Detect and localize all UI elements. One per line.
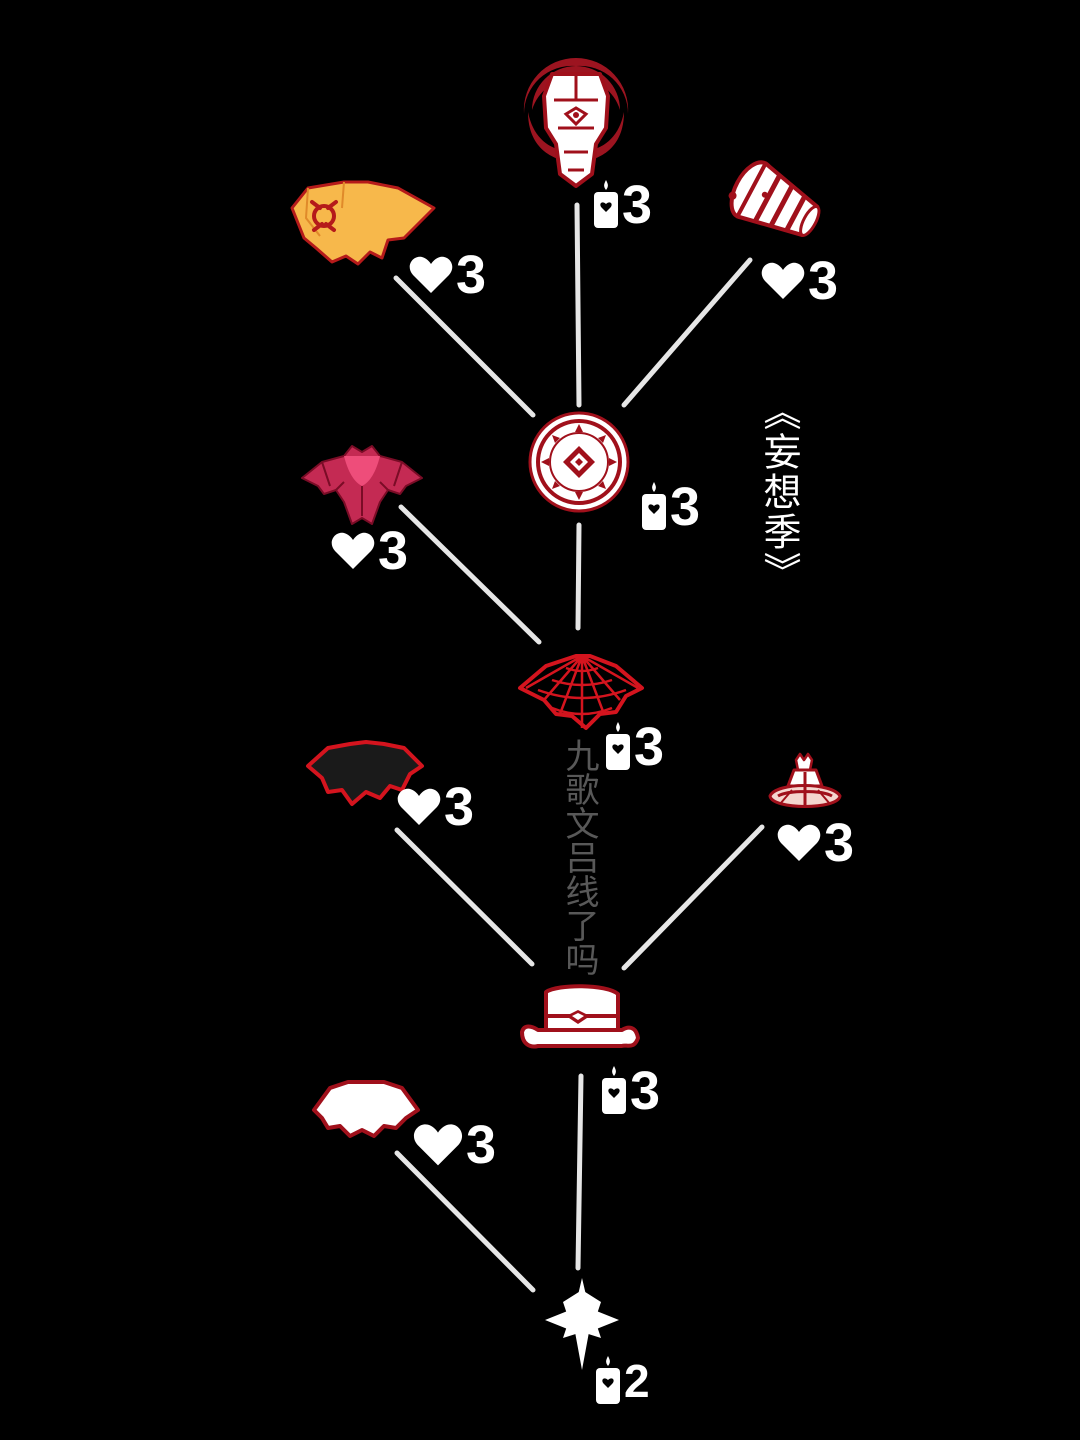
- star-icon: [545, 1278, 619, 1370]
- candle-icon: [596, 1356, 620, 1404]
- cost-value: 3: [444, 777, 475, 837]
- cost-value: 3: [824, 813, 855, 873]
- cost-web-cape: 3: [604, 720, 664, 774]
- season-label: 《妄想季》: [757, 392, 801, 592]
- cost-white-collar: 3: [412, 1118, 496, 1172]
- drum-icon: [728, 160, 821, 238]
- heart-icon: [397, 788, 441, 825]
- heart-icon: [331, 532, 375, 569]
- cost-yellow-cape: 3: [408, 248, 486, 302]
- top-hat-icon: [520, 984, 640, 1049]
- cost-drum: 3: [760, 254, 838, 308]
- cost-value: 3: [808, 251, 839, 311]
- bat-wing-cape-icon: [306, 740, 424, 806]
- cost-value: 3: [622, 175, 653, 235]
- cost-value: 3: [630, 1061, 661, 1121]
- cost-value: 3: [670, 477, 701, 537]
- connector-whitecollar-star: [394, 1150, 536, 1293]
- node-yellow-cape[interactable]: [286, 178, 436, 270]
- connector-mask-medallion: [574, 202, 582, 408]
- node-pink-shawl[interactable]: [300, 442, 424, 526]
- node-star[interactable]: [543, 1276, 621, 1372]
- candle-icon: [642, 482, 666, 530]
- cost-value: 3: [466, 1115, 497, 1175]
- candle-icon: [594, 180, 618, 228]
- cost-value: 3: [378, 521, 409, 581]
- white-collar-icon: [312, 1080, 420, 1138]
- cost-bat-cape: 3: [396, 780, 474, 834]
- watermark: 九歌文吕线了吗: [559, 738, 599, 976]
- cost-top-hat: 3: [600, 1064, 660, 1118]
- connector-tophat-star: [575, 1073, 584, 1271]
- connector-batcape-tophat: [394, 827, 535, 967]
- node-bat-cape[interactable]: [306, 740, 424, 806]
- cost-value: 2: [624, 1355, 650, 1407]
- connector-yellowcape-medallion: [393, 275, 536, 418]
- heart-icon: [413, 1124, 463, 1166]
- node-white-collar[interactable]: [310, 1080, 422, 1140]
- crescent-mask-icon: [523, 57, 629, 188]
- heart-icon: [409, 256, 453, 293]
- cost-lantern-hat: 3: [776, 816, 854, 870]
- lantern-hat-icon: [768, 752, 842, 808]
- cost-value: 3: [634, 717, 665, 777]
- heart-icon: [777, 824, 821, 861]
- cost-mask: 3: [592, 178, 652, 232]
- medallion-icon: [528, 411, 630, 513]
- cost-value: 3: [456, 245, 487, 305]
- node-mask[interactable]: [518, 52, 634, 192]
- node-web-cape[interactable]: [516, 652, 646, 730]
- pink-shawl-icon: [301, 445, 423, 525]
- node-drum[interactable]: [722, 158, 834, 250]
- yellow-cape-icon: [290, 180, 436, 266]
- node-top-hat[interactable]: [518, 982, 640, 1056]
- node-lantern-hat[interactable]: [766, 752, 844, 818]
- candle-icon: [602, 1066, 626, 1114]
- connector-drum-medallion: [621, 257, 753, 408]
- candle-icon: [606, 722, 630, 770]
- spider-web-cape-icon: [518, 654, 644, 730]
- node-medallion[interactable]: [527, 410, 631, 514]
- cost-medallion: 3: [640, 480, 700, 534]
- connector-medallion-webcape: [575, 522, 582, 631]
- heart-icon: [761, 262, 805, 299]
- connector-pinkshawl-webcape: [398, 504, 542, 645]
- cost-pink-shawl: 3: [330, 524, 408, 578]
- connector-lanternhat-tophat: [621, 824, 765, 971]
- cost-star: 2: [594, 1356, 650, 1406]
